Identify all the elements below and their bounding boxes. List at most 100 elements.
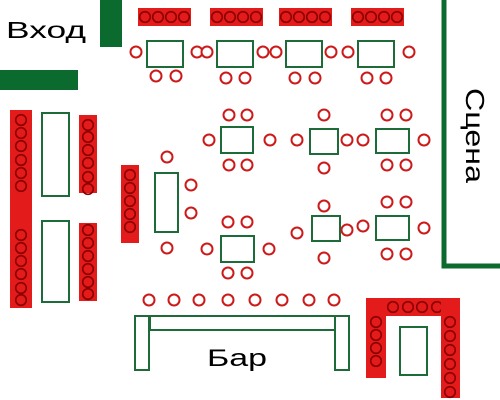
sofa-seat	[14, 179, 28, 193]
chair	[341, 45, 355, 59]
chair	[317, 161, 331, 175]
sofa-seat	[123, 194, 137, 208]
sofa-seat	[81, 236, 95, 250]
tables-layer	[41, 40, 428, 376]
chair	[192, 293, 206, 307]
chair	[317, 251, 331, 265]
table	[375, 215, 410, 241]
table	[41, 112, 70, 197]
chair	[160, 150, 174, 164]
chair	[202, 133, 216, 147]
chair	[221, 266, 235, 280]
chair	[340, 133, 354, 147]
sofa-seat	[14, 293, 28, 307]
labels-layer: Вход Бар Сцена	[6, 17, 490, 372]
sofa-seat	[81, 143, 95, 157]
chair	[399, 108, 413, 122]
chair	[417, 221, 431, 235]
stage-label: Сцена	[460, 88, 490, 184]
sofa-seat	[443, 315, 457, 329]
sofa-seat	[81, 287, 95, 301]
table	[375, 128, 410, 154]
sofa-seat	[14, 267, 28, 281]
sofa-seat	[386, 300, 400, 314]
sofa-seat	[81, 275, 95, 289]
entrance-wall-horizontal	[0, 70, 78, 90]
sofa-seat	[443, 329, 457, 343]
sofa-seat	[81, 223, 95, 237]
sofa-seat	[351, 10, 365, 24]
sofa-seat	[81, 118, 95, 132]
sofa-seat	[123, 207, 137, 221]
chair	[167, 293, 181, 307]
chair	[222, 108, 236, 122]
sofas-layer	[10, 8, 460, 399]
chair	[399, 158, 413, 172]
table	[220, 126, 254, 154]
chair	[219, 71, 233, 85]
sofa-bench-left	[10, 110, 32, 308]
sofa-seat	[14, 139, 28, 153]
chair	[240, 108, 254, 122]
sofa-bench	[79, 115, 97, 193]
chair	[275, 293, 289, 307]
sofa-seat	[443, 357, 457, 371]
sofa-seat	[81, 249, 95, 263]
sofa-bench	[138, 8, 191, 26]
sofa-seat	[123, 220, 137, 234]
chair	[221, 293, 235, 307]
sofa-bench	[121, 165, 139, 243]
chair	[317, 199, 331, 213]
table	[357, 40, 395, 68]
sofa-seat	[292, 10, 306, 24]
chair	[263, 133, 277, 147]
chair	[238, 71, 252, 85]
bar-counter-top	[149, 315, 336, 331]
sofa-seat	[164, 10, 178, 24]
sofa-seat	[390, 10, 404, 24]
table	[41, 220, 70, 303]
chair	[360, 71, 374, 85]
chair	[200, 45, 214, 59]
table	[309, 128, 339, 155]
sofa-seat	[377, 10, 391, 24]
chair	[302, 293, 316, 307]
chair	[184, 206, 198, 220]
sofa-seat	[81, 156, 95, 170]
walls-layer	[0, 0, 500, 269]
sofa-seat	[14, 281, 28, 295]
chair	[327, 293, 341, 307]
sofa-seat	[14, 254, 28, 268]
chair	[240, 158, 254, 172]
sofa-seat	[443, 343, 457, 357]
sofa-seat	[14, 228, 28, 242]
chair	[324, 45, 338, 59]
sofa-seat	[279, 10, 293, 24]
sofa-seat	[369, 315, 383, 329]
table	[154, 172, 179, 233]
chair	[308, 71, 322, 85]
sofa-seat	[151, 10, 165, 24]
bar-counter-right	[334, 315, 350, 371]
chair	[402, 45, 416, 59]
chair	[160, 241, 174, 255]
entrance-wall-vertical	[100, 0, 122, 47]
chair	[248, 293, 262, 307]
chair	[288, 71, 302, 85]
sofa-bench	[279, 8, 332, 26]
table	[399, 326, 428, 376]
table	[220, 235, 255, 263]
chair	[380, 195, 394, 209]
bar-label: Бар	[207, 345, 267, 372]
table	[216, 40, 254, 68]
sofa-seat	[14, 166, 28, 180]
sofa-seat	[415, 300, 429, 314]
sofa-seat	[81, 130, 95, 144]
bar-counter-left	[134, 315, 150, 371]
sofa-seat	[369, 354, 383, 368]
sofa-seat	[443, 385, 457, 399]
sofa-bench	[210, 8, 263, 26]
sofa-seat	[123, 168, 137, 182]
chair	[380, 108, 394, 122]
chair	[200, 242, 214, 256]
